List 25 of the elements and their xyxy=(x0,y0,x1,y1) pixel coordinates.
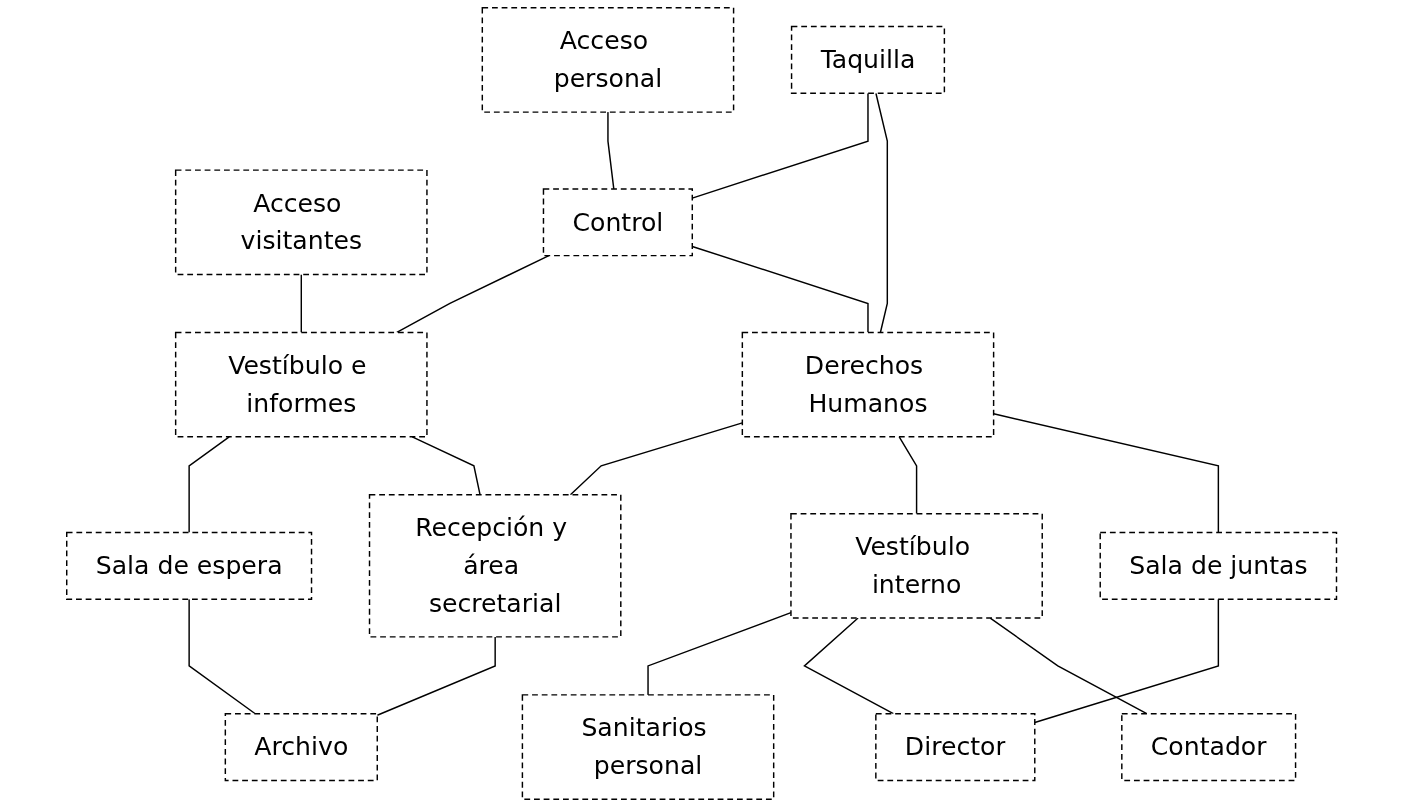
connector xyxy=(803,617,894,715)
node-box: Contador xyxy=(1120,713,1297,782)
connector xyxy=(569,422,743,496)
node-box: Director xyxy=(875,713,1036,782)
node-box: Acceso personal xyxy=(481,7,735,113)
node-box: Recepción y área secretarial xyxy=(368,494,622,638)
node-box: Vestíbulo e informes xyxy=(174,331,428,438)
connector xyxy=(989,617,1148,715)
connector xyxy=(607,111,615,190)
node-box: Taquilla xyxy=(790,25,945,94)
connector xyxy=(411,436,481,496)
node-box: Control xyxy=(542,188,693,257)
node-box: Sala de juntas xyxy=(1099,531,1338,600)
connector xyxy=(898,436,918,515)
connector xyxy=(188,436,230,534)
node-box: Sala de espera xyxy=(65,531,313,600)
node-box: Derechos Humanos xyxy=(741,331,995,438)
connector xyxy=(300,273,302,334)
node-box: Acceso visitantes xyxy=(174,169,428,276)
connector xyxy=(875,92,888,334)
node-box: Vestíbulo interno xyxy=(790,512,1043,619)
connector xyxy=(188,598,256,715)
node-box: Archivo xyxy=(224,713,378,782)
connector xyxy=(396,254,550,334)
node-box: Sanitarios personal xyxy=(521,694,775,800)
